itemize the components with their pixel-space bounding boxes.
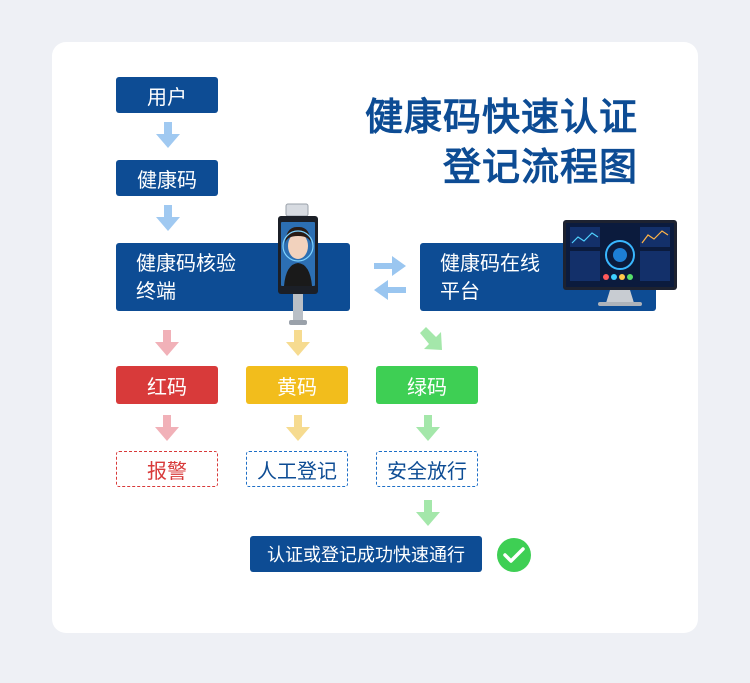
face-recognition-kiosk-icon <box>278 203 318 325</box>
yellow-code-node: 黄码 <box>246 366 348 404</box>
alarm-node: 报警 <box>116 451 218 487</box>
red-code-node: 红码 <box>116 366 218 404</box>
arrow-down-icon <box>286 330 310 356</box>
diagram-title-line2: 登记流程图 <box>442 145 638 189</box>
arrow-down-icon <box>286 415 310 441</box>
terminal-label-line2: 终端 <box>136 279 176 303</box>
green-code-node: 绿码 <box>376 366 478 404</box>
manual-register-node: 人工登记 <box>246 451 348 487</box>
arrow-down-icon <box>155 330 179 356</box>
arrow-down-icon <box>156 205 180 231</box>
platform-label-line1: 健康码在线 <box>440 251 540 275</box>
arrow-down-icon <box>416 500 440 526</box>
diagram-title-line1: 健康码快速认证 <box>364 95 638 139</box>
bidirectional-arrow-icon <box>374 256 406 300</box>
arrow-down-icon <box>155 415 179 441</box>
safe-pass-node: 安全放行 <box>376 451 478 487</box>
user-node: 用户 <box>116 77 218 113</box>
arrow-diagonal-icon <box>420 327 442 350</box>
platform-label-line2: 平台 <box>440 279 480 303</box>
dashboard-monitor-icon <box>563 220 677 306</box>
arrow-down-icon <box>416 415 440 441</box>
success-pass-node: 认证或登记成功快速通行 <box>250 536 482 572</box>
health-code-node: 健康码 <box>116 160 218 196</box>
check-circle-icon <box>497 538 531 572</box>
arrow-down-icon <box>156 122 180 148</box>
terminal-label-line1: 健康码核验 <box>136 251 236 275</box>
flowchart-card <box>52 42 698 633</box>
